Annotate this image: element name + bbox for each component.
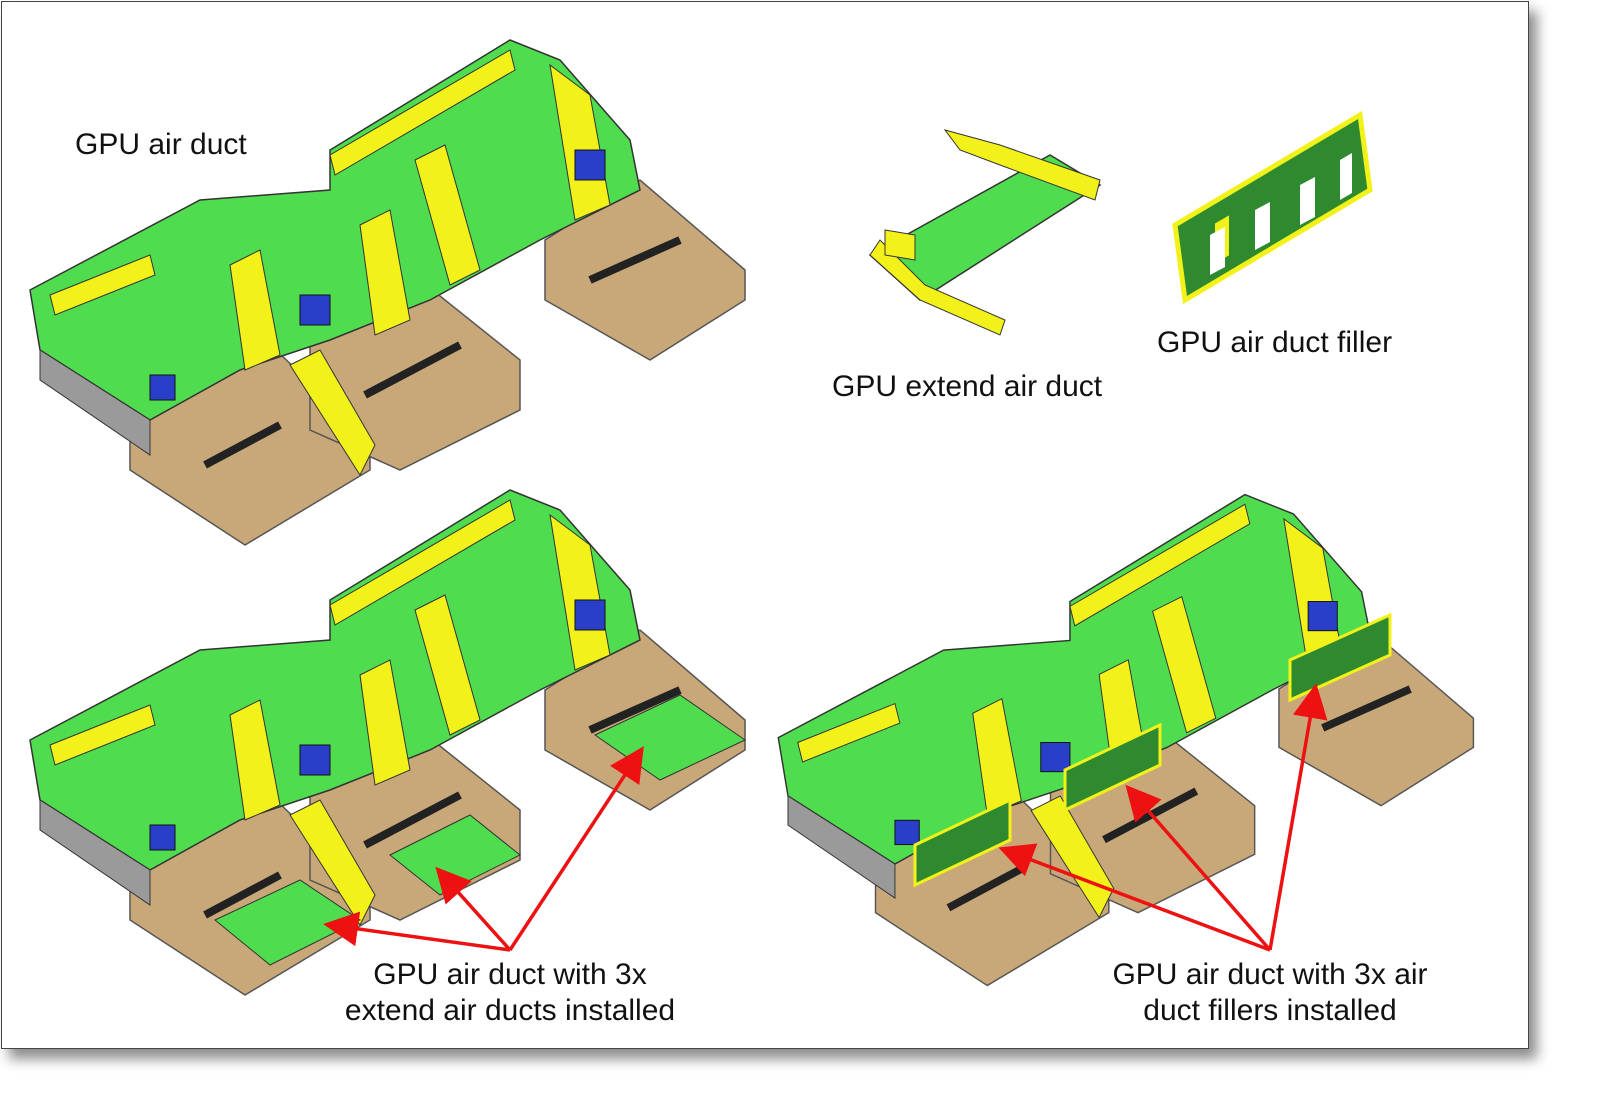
label-with-fillers: GPU air duct with 3x air duct fillers in… xyxy=(1070,957,1470,1029)
gpu-air-duct-with-fillers-drawing xyxy=(778,495,1473,986)
gpu-air-duct-drawing xyxy=(30,40,745,545)
callout-arrows-filler xyxy=(998,683,1328,952)
label-gpu-extend-air-duct: GPU extend air duct xyxy=(832,370,1103,403)
label-line: GPU air duct with 3x air xyxy=(1112,958,1428,991)
label-line: GPU air duct with 3x xyxy=(373,958,647,991)
label-line: duct fillers installed xyxy=(1143,994,1397,1027)
callout-arrows-extend xyxy=(323,746,644,952)
filler-installed xyxy=(913,797,1012,888)
gpu-air-duct-with-extend-ducts-drawing xyxy=(30,490,745,995)
arrow xyxy=(998,843,1271,952)
filler-installed xyxy=(1288,612,1392,703)
filler-installed xyxy=(1063,722,1162,813)
gpu-extend-air-duct-part xyxy=(868,129,1102,336)
label-line: extend air ducts installed xyxy=(344,994,676,1027)
arrow xyxy=(1268,683,1328,951)
arrow xyxy=(508,746,644,951)
arrow xyxy=(323,911,511,952)
extend-duct-installed xyxy=(389,814,521,896)
gpu-air-duct-filler-part xyxy=(1172,110,1373,305)
label-with-extend-ducts: GPU air duct with 3x extend air ducts in… xyxy=(310,957,710,1029)
arrow xyxy=(1125,784,1272,952)
arrow xyxy=(435,866,512,952)
label-gpu-air-duct-filler: GPU air duct filler xyxy=(1157,326,1393,359)
label-gpu-air-duct: GPU air duct xyxy=(75,128,247,161)
